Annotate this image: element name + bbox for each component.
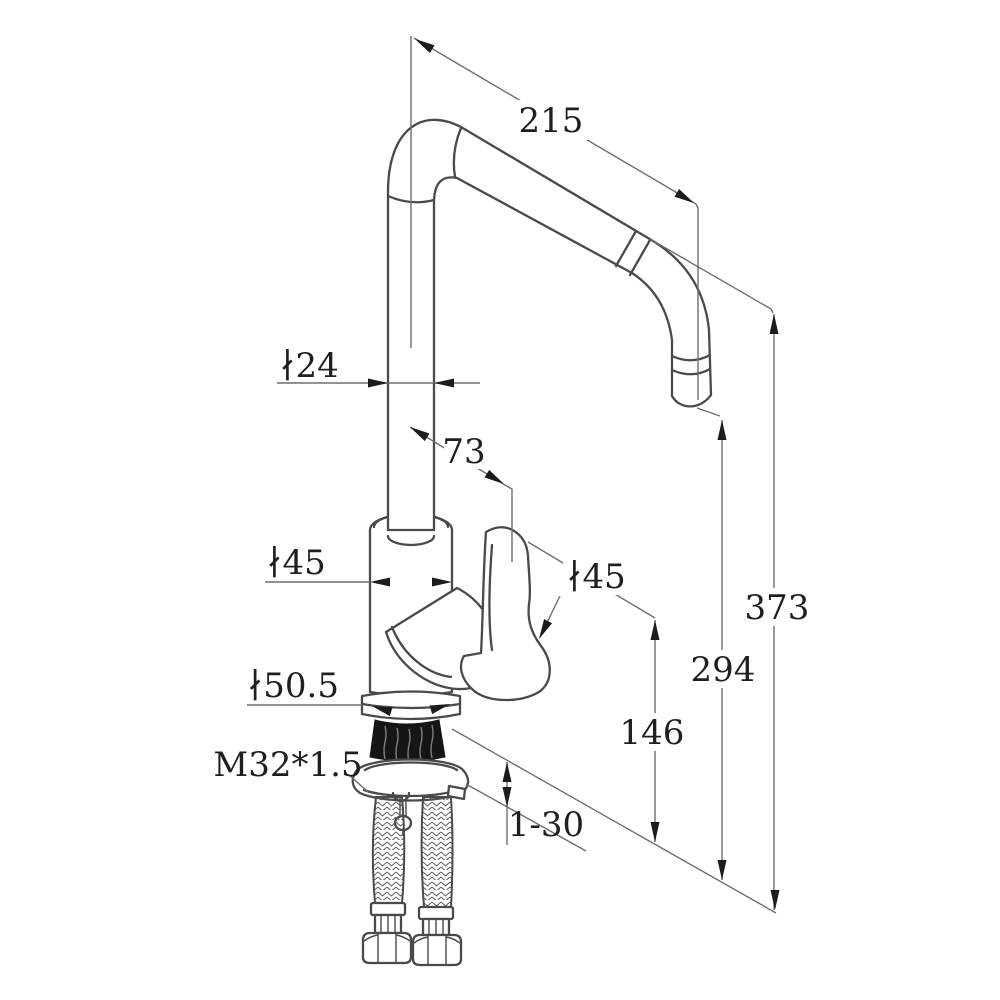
- deck-top-extension-line: [451, 728, 777, 914]
- faucet-outline: [351, 118, 713, 967]
- dim-label-spout-offset: 73: [442, 432, 485, 472]
- dim-m32: M32*1.5: [213, 745, 369, 793]
- dim-label-mounting-thread: M32*1.5: [213, 745, 362, 785]
- mounting-thread-shank: [369, 719, 446, 763]
- hex-nut-left: [361, 931, 413, 965]
- faucet-handle: [459, 526, 551, 702]
- body-socket-rim: [386, 534, 436, 547]
- hose-collar-left: [369, 901, 407, 917]
- dim-215: 215: [410, 36, 699, 400]
- dimension-layer: 215 ∤24 73 ∤45: [213, 36, 810, 914]
- dim-label-deck-thickness: 1-30: [508, 805, 584, 845]
- hose-collar-right: [417, 905, 455, 921]
- dim-label-pipe-diameter: ∤24: [279, 346, 339, 386]
- mounting-washer: [351, 758, 470, 803]
- dim-45-handle: ∤45: [527, 541, 656, 639]
- dim-1-30: 1-30: [502, 762, 584, 845]
- supply-hoses: [361, 796, 463, 967]
- aerator-ring: [670, 367, 712, 376]
- dim-label-spout-reach: 215: [519, 101, 584, 141]
- dim-146: 146: [620, 620, 685, 842]
- dim-label-total-height: 373: [745, 588, 810, 628]
- hose-right: [420, 796, 454, 908]
- hose-left: [371, 796, 406, 904]
- spout-joint-ring: [628, 238, 652, 277]
- dim-label-height-handle: 146: [620, 713, 685, 753]
- dim-73: 73: [409, 426, 513, 562]
- dim-45-body: ∤45: [265, 543, 452, 587]
- dim-label-base-flange-diameter: ∤50.5: [247, 666, 339, 706]
- dim-294: 294: [691, 407, 756, 880]
- side-stud: [446, 784, 467, 801]
- hex-nut-right: [411, 933, 463, 967]
- dim-24: ∤24: [277, 346, 480, 388]
- aerator-ring: [670, 353, 712, 362]
- spout-joint-ring: [614, 229, 638, 268]
- dim-373: 373: [649, 238, 810, 910]
- elbow-spout-seam: [452, 126, 463, 179]
- dim-50-5: ∤50.5: [247, 666, 450, 717]
- dim-label-handle-diameter: ∤45: [566, 557, 626, 597]
- dim-label-height-spout: 294: [691, 650, 756, 690]
- deck-bottom-extension-line: [465, 783, 587, 852]
- dim-label-body-diameter: ∤45: [266, 543, 326, 583]
- faucet-spout: [386, 118, 713, 532]
